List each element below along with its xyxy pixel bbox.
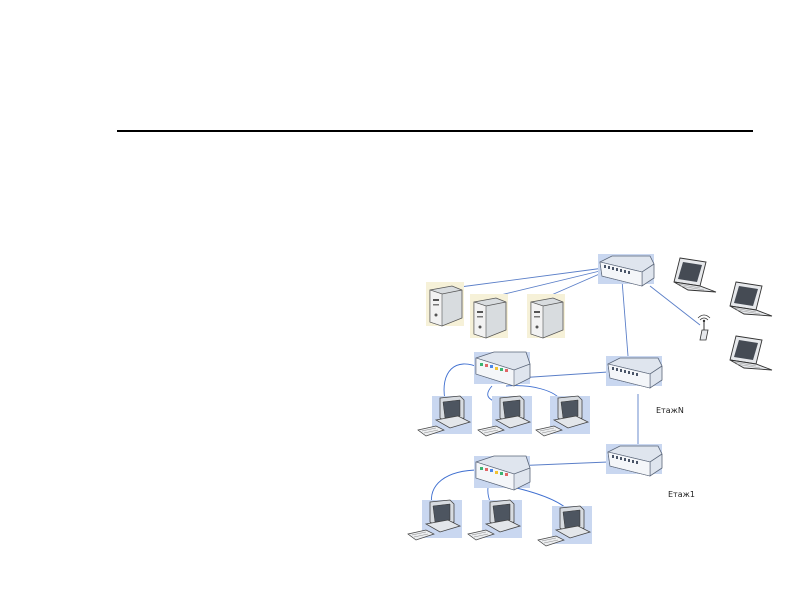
workstation-icon <box>407 499 463 541</box>
laptop-icon <box>729 335 773 371</box>
floor-n-label: ЕтажN <box>656 406 684 415</box>
server-icon <box>425 281 465 327</box>
switch-icon <box>605 355 663 389</box>
link-floor-n-hub <box>517 371 609 379</box>
workstation-icon <box>417 395 473 437</box>
hub-icon <box>473 351 531 387</box>
workstation-icon <box>467 499 523 541</box>
link-core-server-1 <box>459 267 605 288</box>
workstation-icon <box>477 395 533 437</box>
link-core-access-point <box>649 285 701 326</box>
laptop-icon <box>673 257 717 293</box>
title-divider <box>117 130 753 132</box>
switch-icon <box>605 443 663 477</box>
cable-hub-ws-1 <box>443 363 481 401</box>
workstation-icon <box>535 395 591 437</box>
laptop-icon <box>729 281 773 317</box>
wireless-access-point-icon <box>697 314 711 341</box>
link-core-floor-n <box>621 279 629 357</box>
server-icon <box>469 293 509 339</box>
floor-1-label: Етаж1 <box>668 490 695 499</box>
switch-icon <box>597 253 655 287</box>
link-core-server-2 <box>487 269 605 299</box>
server-icon <box>526 293 566 339</box>
workstation-cables <box>430 363 571 513</box>
hub-icon <box>473 455 531 491</box>
workstation-icon <box>537 505 593 547</box>
